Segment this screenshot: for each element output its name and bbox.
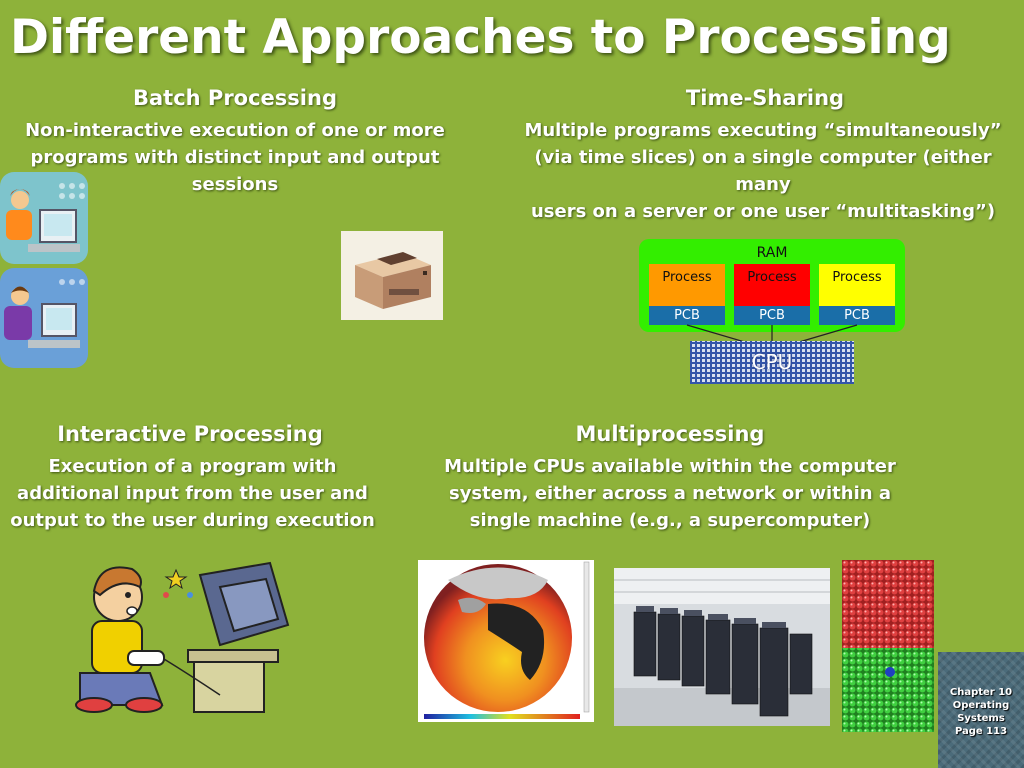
timesharing-heading: Time-Sharing — [685, 86, 845, 110]
batch-line: Non-interactive execution of one or more — [25, 120, 445, 141]
batch-heading: Batch Processing — [133, 86, 337, 110]
timesharing-line: users on a server or one user “multitask… — [530, 201, 996, 222]
molecular-simulation-image — [842, 560, 934, 732]
printer-illustration — [341, 231, 443, 320]
timesharing-line: (via time slices) on a single computer (… — [534, 147, 992, 195]
batch-line: sessions — [191, 174, 279, 195]
slide-title: Different Approaches to Processing — [10, 10, 951, 65]
process-box-3: Process — [819, 264, 895, 308]
pcb-box-1: PCB — [649, 306, 725, 325]
interactive-description: Execution of a program with additional i… — [5, 453, 380, 534]
interactive-line: additional input from the user and — [17, 483, 368, 504]
multiprocessing-heading: Multiprocessing — [575, 422, 765, 446]
cpu-chip: CPU — [690, 341, 854, 384]
process-box-2: Process — [734, 264, 810, 308]
pcb-box-3: PCB — [819, 306, 895, 325]
process-box-1: Process — [649, 264, 725, 308]
globe-climate-model-image — [418, 560, 594, 722]
footer-line: Systems — [957, 713, 1005, 724]
multiprocessing-description: Multiple CPUs available within the compu… — [440, 453, 900, 534]
timesharing-description: Multiple programs executing “simultaneou… — [508, 117, 1018, 225]
interactive-line: Execution of a program with — [48, 456, 337, 477]
kid-gaming-illustration — [75, 561, 290, 713]
supercomputer-room-photo — [614, 568, 830, 726]
multiprocessing-line: single machine (e.g., a supercomputer) — [469, 510, 871, 531]
footer-line: Page 113 — [954, 726, 1008, 737]
pcb-box-2: PCB — [734, 306, 810, 325]
footer-line: Operating — [952, 700, 1010, 711]
timesharing-line: Multiple programs executing “simultaneou… — [524, 120, 1002, 141]
ram-label: RAM — [756, 245, 788, 261]
batch-line: programs with distinct input and output — [30, 147, 440, 168]
interactive-heading: Interactive Processing — [57, 422, 323, 446]
multiprocessing-line: system, either across a network or withi… — [448, 483, 891, 504]
interactive-line: output to the user during execution — [10, 510, 375, 531]
footer-line: Chapter 10 — [949, 687, 1013, 698]
chapter-stamp — [938, 652, 1024, 768]
chapter-page-label: Chapter 10 Operating Systems Page 113 — [944, 686, 1018, 738]
multiprocessing-line: Multiple CPUs available within the compu… — [444, 456, 896, 477]
batch-description: Non-interactive execution of one or more… — [20, 117, 450, 198]
ram-diagram: RAM Process Process Process PCB PCB PCB — [639, 239, 905, 332]
batch-users-illustration — [0, 172, 88, 368]
